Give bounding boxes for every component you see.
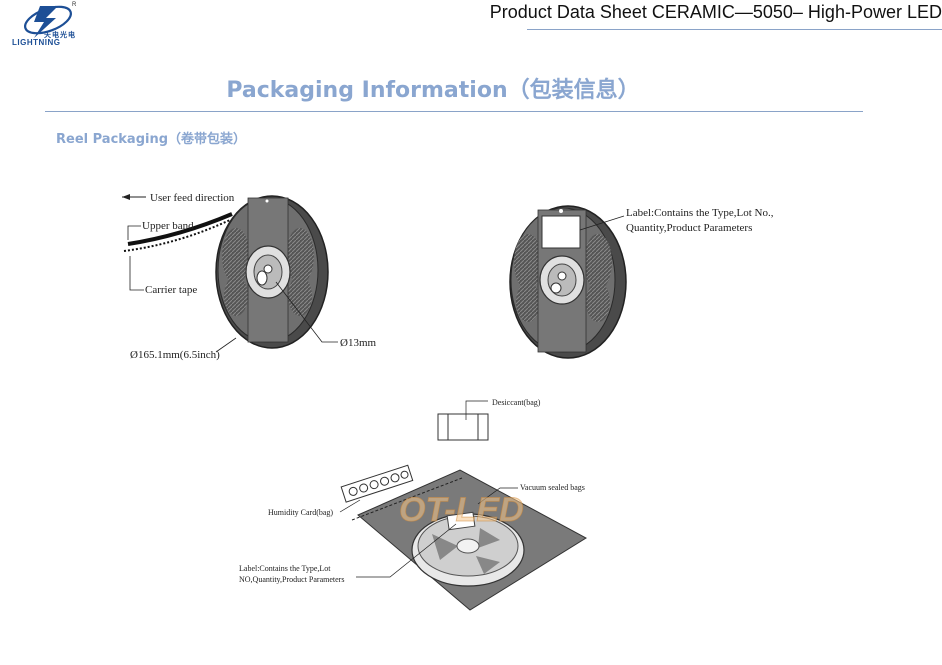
reel-label-line1: Label:Contains the Type,Lot No., — [626, 207, 774, 219]
humidity-card — [340, 464, 414, 503]
watermark-text: OT-LED — [399, 491, 524, 529]
lightning-logo-icon — [24, 5, 72, 38]
label-bag-label-line2: NO,Quantity,Product Parameters — [239, 575, 344, 584]
reel-label-line2: Quantity,Product Parameters — [626, 222, 752, 234]
label-vacuum-bag: Vacuum sealed bags — [520, 483, 585, 492]
document-header-title: Product Data Sheet CERAMIC—5050– High-Po… — [489, 2, 942, 22]
label-upper-band: Upper band — [142, 220, 194, 232]
label-outer-diameter: Ø165.1mm(6.5inch) — [130, 349, 220, 361]
label-hub-diameter: Ø13mm — [340, 337, 377, 349]
reel-label-box — [541, 215, 581, 249]
section-divider — [45, 111, 863, 112]
label-bag-label-line1: Label:Contains the Type,Lot — [239, 564, 331, 573]
desiccant-bag — [437, 413, 489, 441]
label-humidity-card: Humidity Card(bag) — [268, 508, 333, 517]
subsection-title: Reel Packaging（卷带包装） — [56, 132, 247, 147]
logo-english-name: LIGHTNING — [12, 38, 61, 47]
label-feed-direction: User feed direction — [150, 192, 235, 204]
reel-diagram-front: User feed direction Upper band Carrier t… — [122, 192, 377, 361]
logo-chinese-name: 天电光电 — [44, 31, 76, 39]
vacuum-bag-diagram: Desiccant(bag) Vacuum sealed bags Humidi… — [239, 398, 587, 611]
header-divider — [527, 29, 942, 30]
label-carrier-tape: Carrier tape — [145, 284, 197, 296]
section-title: Packaging Information（包装信息） — [226, 78, 640, 103]
label-desiccant: Desiccant(bag) — [492, 398, 541, 407]
registered-mark: R — [72, 2, 77, 8]
company-logo — [10, 2, 90, 50]
reel-diagram-label: Label:Contains the Type,Lot No., Quantit… — [509, 205, 774, 359]
